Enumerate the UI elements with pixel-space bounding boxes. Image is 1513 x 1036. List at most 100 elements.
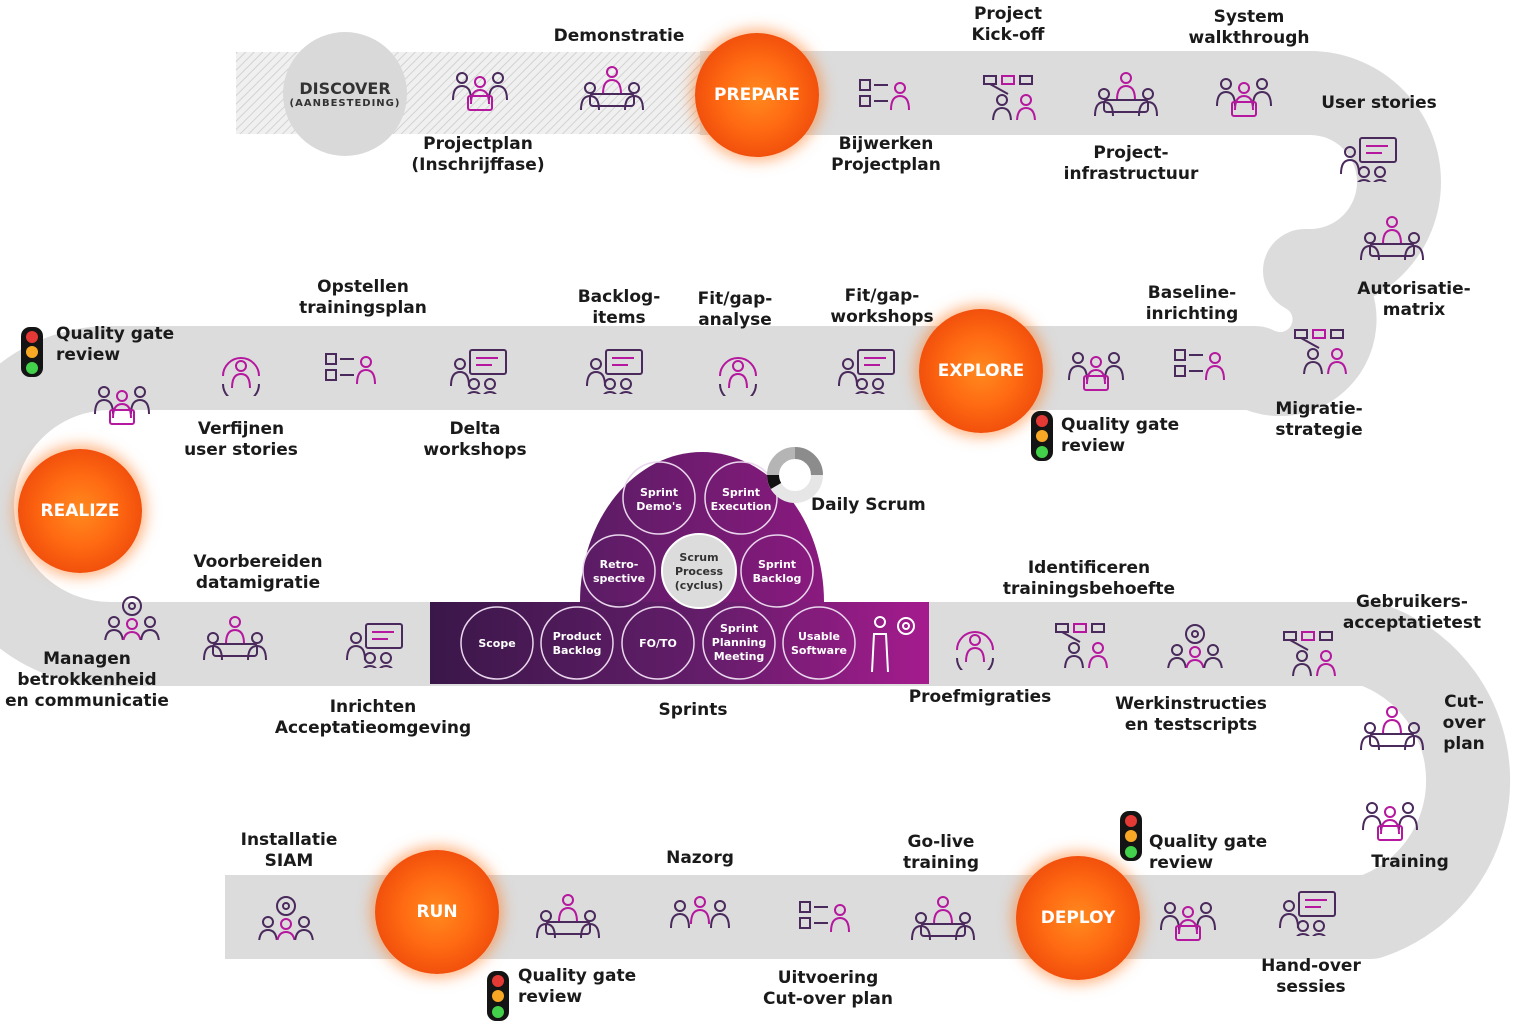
- label-fitgap-workshops: Fit/gap- workshops: [830, 286, 934, 327]
- demo-team-icon: [580, 66, 644, 114]
- uitvoering-icon: [794, 894, 858, 942]
- werkinstructies-icon: [1163, 620, 1227, 668]
- label-projectplan: Projectplan (Inschrijffase): [411, 134, 545, 175]
- label-quality-gate-run: Quality gate review: [518, 966, 637, 1007]
- person-gear-icon: [871, 616, 915, 673]
- band-circle-usable-software: Usable Software: [782, 606, 856, 680]
- discover-phase: DISCOVER (AANBESTEDING): [283, 32, 407, 156]
- desk-clock-icon: [448, 66, 512, 114]
- svg-text:Process: Process: [675, 565, 724, 578]
- label-project-kickoff: Project Kick-off: [971, 4, 1045, 45]
- autorisatie-icon: [1360, 216, 1424, 264]
- band-circle-sprint-planning: Sprint Planning Meeting: [702, 606, 776, 680]
- scrum-center-circle: Scrum Process (cyclus): [661, 533, 737, 609]
- cutover-icon: [1360, 706, 1424, 754]
- verfijnen-icon: [209, 348, 273, 396]
- svg-text:Sprint: Sprint: [640, 486, 678, 499]
- delta-icon: [448, 346, 512, 394]
- label-installatie-siam: Installatie SIAM: [240, 830, 338, 871]
- label-golive-training: Go-live training: [902, 832, 980, 873]
- svg-text:(cyclus): (cyclus): [675, 579, 723, 592]
- svg-text:Product: Product: [553, 630, 602, 643]
- label-cutover-plan: Cut-over plan: [1442, 692, 1486, 754]
- label-bijwerken-projectplan: Bijwerken Projectplan: [831, 134, 941, 175]
- phase-explore: EXPLORE: [919, 309, 1043, 433]
- discover-title: DISCOVER: [299, 79, 391, 98]
- daily-scrum-cycle-icon: [767, 447, 823, 503]
- label-training: Training: [1371, 852, 1449, 872]
- label-quality-gate-realize: Quality gate review: [56, 324, 175, 365]
- band-circle-scope: Scope: [460, 606, 534, 680]
- band-circle-product-backlog: Product Backlog: [540, 606, 614, 680]
- fitgap-analyse-icon: [706, 348, 770, 396]
- label-quality-gate-deploy: Quality gate review: [1149, 832, 1268, 873]
- discover-subtitle: (AANBESTEDING): [289, 98, 401, 109]
- label-demonstratie: Demonstratie: [553, 26, 685, 46]
- label-sprints: Sprints: [658, 700, 728, 720]
- label-system-walkthrough: System walkthrough: [1188, 7, 1310, 48]
- traffic-light-icon: [1031, 411, 1053, 461]
- traffic-light-icon: [21, 327, 43, 377]
- label-daily-scrum: Daily Scrum: [811, 495, 926, 515]
- phase-run: RUN: [375, 850, 499, 974]
- label-werkinstructies-testscripts: Werkinstructies en testscripts: [1115, 694, 1267, 735]
- label-voorbereiden-datamigratie: Voorbereiden datamigratie: [193, 552, 323, 593]
- svg-text:spective: spective: [593, 572, 645, 585]
- sprint-band: [430, 602, 929, 684]
- run-team-icon: [536, 894, 600, 942]
- label-nazorg: Nazorg: [666, 848, 734, 868]
- backlog-icon: [584, 346, 648, 394]
- traffic-light-icon: [1120, 811, 1142, 861]
- traffic-light-icon: [487, 971, 509, 1021]
- label-fitgap-analyse: Fit/gap- analyse: [697, 289, 773, 330]
- svg-text:Planning: Planning: [712, 636, 766, 649]
- svg-text:Software: Software: [791, 644, 847, 657]
- svg-text:Demo's: Demo's: [636, 500, 682, 513]
- label-user-stories: User stories: [1321, 93, 1437, 113]
- label-migratie-strategie: Migratie- strategie: [1275, 399, 1363, 440]
- label-quality-gate-explore: Quality gate review: [1061, 415, 1180, 456]
- golive-icon: [911, 896, 975, 944]
- proefmigratie-icon: [943, 622, 1007, 670]
- svg-text:Retro-: Retro-: [600, 558, 639, 571]
- svg-text:Sprint: Sprint: [758, 558, 796, 571]
- main-road: [0, 51, 1511, 959]
- update-plan-icon: [854, 72, 918, 120]
- scrum-circle-sprint-demos: Sprint Demo's: [622, 461, 696, 535]
- label-managen-betrokkenheid: Managen betrokkenheid en communicatie: [5, 649, 169, 711]
- label-handover-sessies: Hand-over sessies: [1261, 956, 1361, 997]
- walkthrough-icon: [1212, 72, 1276, 120]
- managen-icon: [100, 592, 164, 640]
- label-autorisatie-matrix: Autorisatie- matrix: [1357, 279, 1471, 320]
- svg-text:Backlog: Backlog: [553, 644, 602, 657]
- scrum-dome: [580, 452, 824, 602]
- training-icon: [1358, 796, 1422, 844]
- svg-text:Scope: Scope: [478, 637, 515, 650]
- label-delta-workshops: Delta workshops: [423, 419, 527, 460]
- trainingsbehoefte-icon: [1050, 620, 1114, 668]
- kickoff-org-icon: [978, 72, 1042, 120]
- handover-icon: [1277, 888, 1341, 936]
- nazorg-icon: [668, 892, 732, 940]
- trainingsplan-icon: [320, 346, 384, 394]
- acceptatie-icon: [344, 620, 408, 668]
- label-opstellen-trainingsplan: Opstellen trainingsplan: [299, 277, 427, 318]
- phase-deploy: DEPLOY: [1016, 856, 1140, 980]
- baseline-icon: [1169, 342, 1233, 390]
- realize-team-icon: [90, 380, 154, 428]
- phase-prepare: PREPARE: [695, 33, 819, 157]
- svg-text:Scrum: Scrum: [679, 551, 718, 564]
- phase-realize: REALIZE: [18, 449, 142, 573]
- label-proefmigraties: Proefmigraties: [908, 687, 1052, 707]
- scrum-circle-retrospective: Retro- spective: [582, 534, 656, 608]
- band-circle-fo-to: FO/TO: [621, 606, 695, 680]
- svg-text:Sprint: Sprint: [722, 486, 760, 499]
- userstories-icon: [1338, 134, 1402, 182]
- gat-icon: [1278, 628, 1342, 676]
- svg-text:Meeting: Meeting: [714, 650, 765, 663]
- infra-team-icon: [1094, 72, 1158, 120]
- svg-text:Backlog: Backlog: [753, 572, 802, 585]
- label-project-infrastructuur: Project- infrastructuur: [1063, 143, 1199, 184]
- svg-text:Sprint: Sprint: [720, 622, 758, 635]
